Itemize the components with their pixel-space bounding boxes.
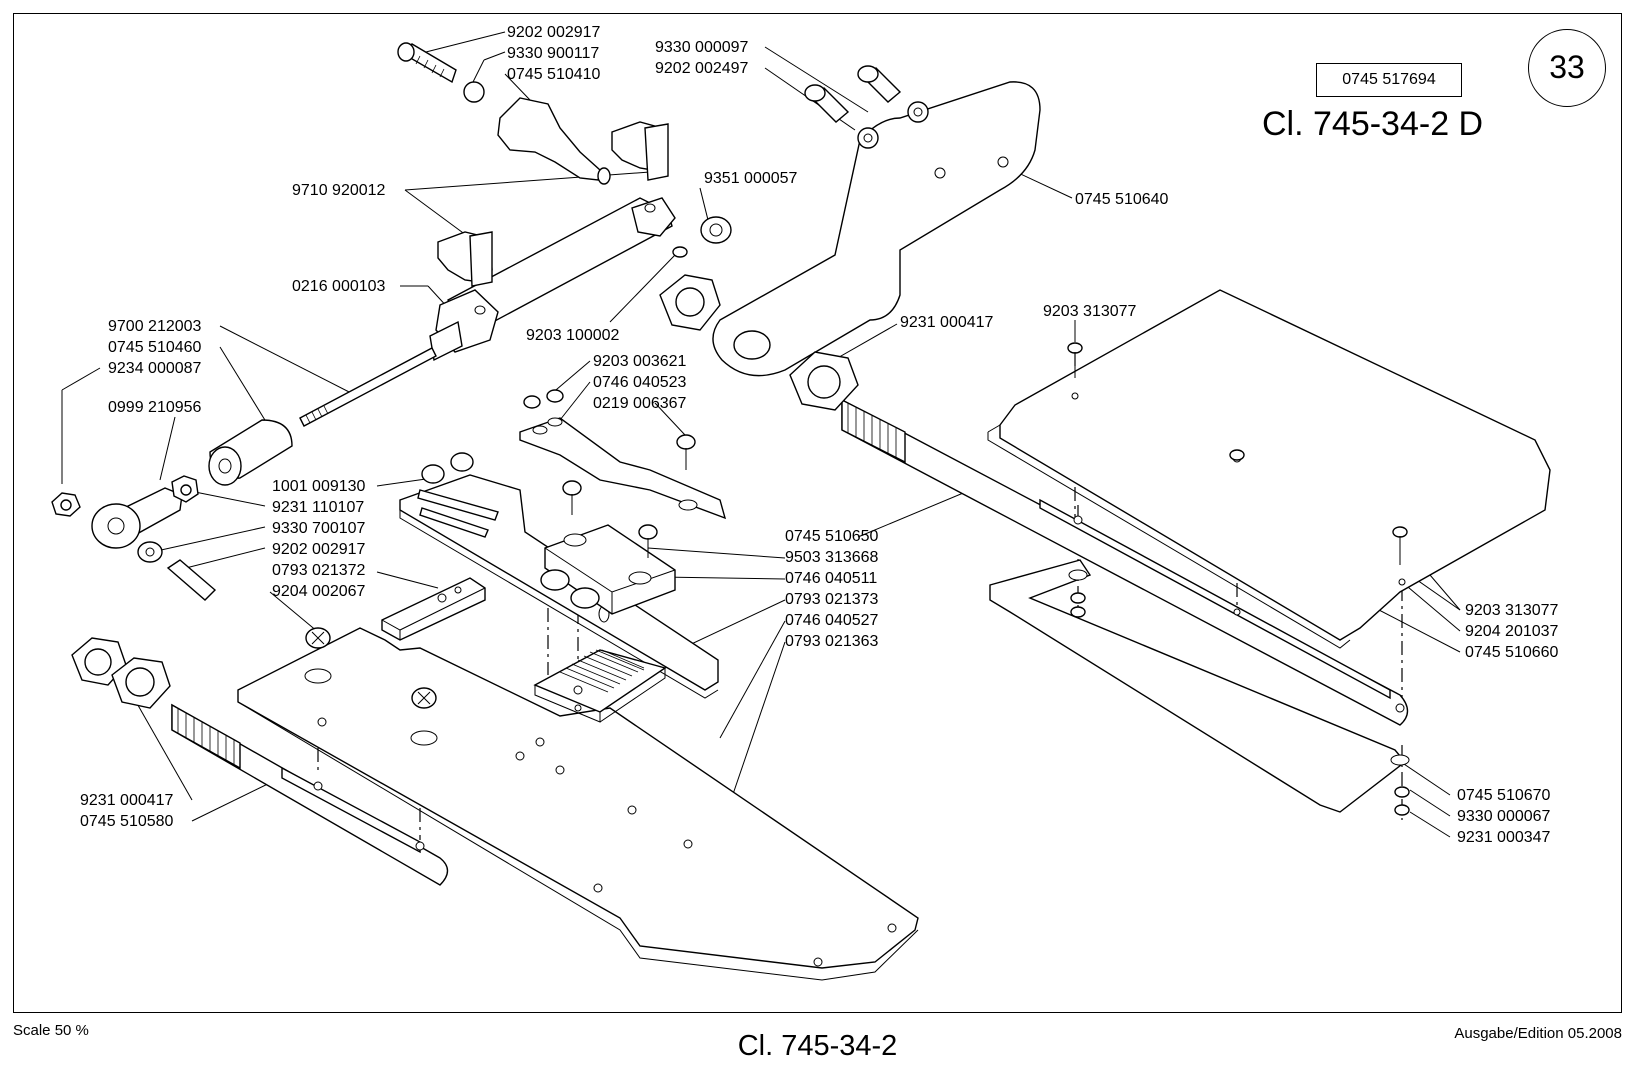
part-label: 0746 040523 (593, 374, 687, 391)
part-label: 9231 000417 (80, 792, 174, 809)
base-plate (237, 627, 919, 981)
small-screws (166, 246, 1410, 816)
part-label: 9204 002067 (272, 583, 366, 600)
part-label: 9202 002917 (272, 541, 366, 558)
part-label: 1001 009130 (272, 478, 366, 495)
model-title: Cl. 745-34-2 D (1262, 105, 1484, 143)
drawing-frame (13, 13, 1622, 1013)
part-label: 9330 900117 (507, 45, 600, 62)
left-threaded-rod (171, 703, 449, 886)
part-label: 9710 920012 (292, 182, 386, 199)
part-label: 9231 000417 (900, 314, 994, 331)
part-label: 9204 201037 (1465, 623, 1559, 640)
part-label: 0793 021372 (272, 562, 366, 579)
part-label: 0745 510580 (80, 813, 174, 830)
left-hex-nuts (71, 637, 171, 709)
footer-model-title: Cl. 745-34-2 (737, 1030, 898, 1062)
part-label: 0745 510460 (108, 339, 202, 356)
part-label: 0745 510410 (507, 66, 601, 83)
part-label: 0746 040511 (785, 570, 878, 587)
part-label: 9202 002497 (655, 60, 749, 77)
part-label: 9203 003621 (593, 353, 687, 370)
part-label: 0745 510640 (1075, 191, 1169, 208)
part-label: 9351 000057 (704, 170, 798, 187)
part-label: 0999 210956 (108, 399, 202, 416)
part-label: 9700 212003 (108, 318, 202, 335)
part-label: 9330 000067 (1457, 808, 1551, 825)
part-label: 0745 510670 (1457, 787, 1551, 804)
part-label: 9231 000347 (1457, 829, 1551, 846)
part-label: 9203 313077 (1465, 602, 1559, 619)
scale-note: Scale 50 % (13, 1022, 89, 1039)
part-label: 0216 000103 (292, 278, 386, 295)
part-label: 9503 313668 (785, 549, 879, 566)
lever-arm (712, 81, 1041, 377)
part-label: 0745 510650 (785, 528, 879, 545)
part-label: 0793 021363 (785, 633, 879, 650)
spring-bracket (519, 417, 727, 520)
part-label: 9330 000097 (655, 39, 749, 56)
guide-block (381, 577, 486, 641)
part-label: 0793 021373 (785, 591, 879, 608)
right-hex-nut (659, 274, 859, 411)
part-label: 9203 313077 (1043, 303, 1137, 320)
part-label: 9234 000087 (108, 360, 202, 377)
lever-screws (804, 65, 929, 149)
part-label: 9231 110107 (272, 499, 365, 516)
part-label: 9203 100002 (526, 327, 620, 344)
piston-rod (299, 347, 437, 427)
right-threaded-rod (841, 398, 1409, 726)
page-number-badge: 33 (1528, 29, 1606, 107)
edition-note: Ausgabe/Edition 05.2008 (1454, 1025, 1622, 1042)
pneumatic-cylinder (429, 197, 732, 362)
part-label: 0745 510660 (1465, 644, 1559, 661)
valve-fittings (397, 42, 669, 287)
clamp-block (540, 524, 676, 615)
grip-plate (533, 649, 667, 723)
drawing-reference-number: 0745 517694 (1316, 63, 1462, 97)
part-label: 9330 700107 (272, 520, 366, 537)
part-label: 0219 006367 (593, 395, 687, 412)
sleeve-coupling (208, 419, 293, 486)
support-bracket (989, 559, 1410, 813)
part-label: 0746 040527 (785, 612, 879, 629)
part-label: 9202 002917 (507, 24, 601, 41)
rod-end-joint (51, 475, 199, 563)
